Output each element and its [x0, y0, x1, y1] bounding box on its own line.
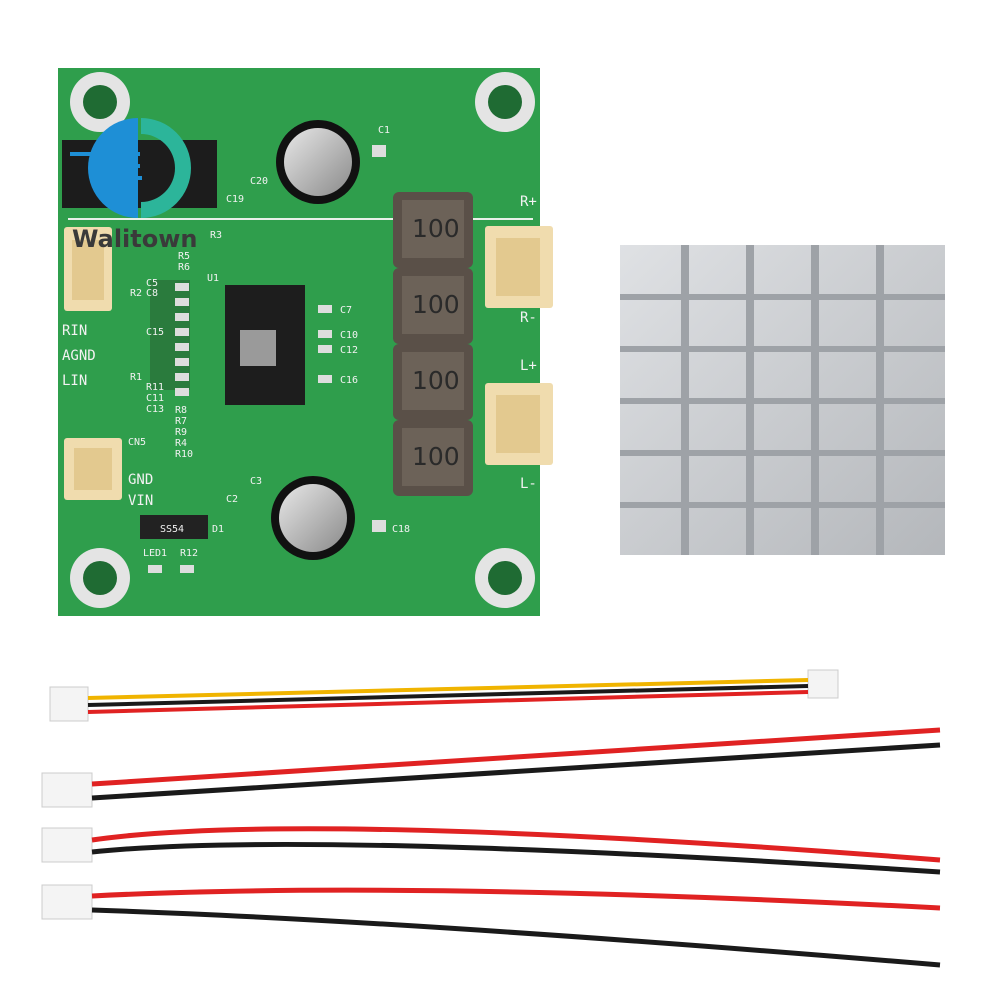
smd-components — [148, 145, 386, 573]
svg-text:C10: C10 — [340, 330, 358, 341]
svg-text:R8: R8 — [175, 405, 187, 416]
two-wire-cable-2 — [41, 826, 941, 875]
three-wire-cable — [49, 669, 839, 722]
two-wire-cable-1 — [41, 727, 941, 808]
svg-text:R9: R9 — [175, 427, 187, 438]
heatsink-groove — [620, 294, 945, 300]
bottom-capacitor — [271, 476, 355, 560]
svg-text:U1: U1 — [207, 273, 219, 284]
svg-text:C11: C11 — [146, 393, 164, 404]
top-capacitor — [276, 120, 360, 204]
svg-text:100: 100 — [412, 442, 460, 471]
svg-text:100: 100 — [412, 290, 460, 319]
svg-text:R6: R6 — [178, 262, 190, 273]
svg-text:R7: R7 — [175, 416, 187, 427]
inductor-4: 100 — [393, 420, 473, 496]
inductor-3: 100 — [393, 344, 473, 420]
amplifier-board: SS54 100 100 100 100 RIN AGND LIN GND VI… — [58, 68, 553, 616]
logo-text: Walitown — [72, 225, 197, 253]
inductor-2: 100 — [393, 268, 473, 344]
svg-text:L-: L- — [520, 476, 537, 492]
cables — [41, 669, 941, 968]
svg-text:L+: L+ — [520, 358, 537, 374]
svg-text:R11: R11 — [146, 382, 164, 393]
svg-text:100: 100 — [412, 214, 460, 243]
svg-text:R5: R5 — [178, 251, 190, 262]
svg-text:100: 100 — [412, 366, 460, 395]
diode-marking: SS54 — [160, 524, 184, 535]
svg-text:R1: R1 — [130, 372, 142, 383]
heatsink-groove — [620, 450, 945, 456]
svg-text:R10: R10 — [175, 449, 193, 460]
svg-text:C7: C7 — [340, 305, 352, 316]
svg-text:C20: C20 — [250, 176, 268, 187]
svg-text:R+: R+ — [520, 194, 537, 210]
inductor-1: 100 — [393, 192, 473, 268]
logo-right-half-icon — [141, 118, 191, 218]
heatsink-groove — [620, 398, 945, 404]
svg-text:C3: C3 — [250, 476, 262, 487]
heatsink-groove — [620, 502, 945, 508]
svg-text:R2: R2 — [130, 288, 142, 299]
svg-text:C5: C5 — [146, 278, 158, 289]
svg-text:RIN: RIN — [62, 323, 87, 339]
walitown-logo: Walitown — [70, 118, 197, 253]
svg-text:C1: C1 — [378, 125, 390, 136]
svg-text:C15: C15 — [146, 327, 164, 338]
svg-text:C16: C16 — [340, 375, 358, 386]
svg-text:VIN: VIN — [128, 493, 153, 509]
heatsink-groove — [620, 346, 945, 352]
svg-text:C13: C13 — [146, 404, 164, 415]
svg-text:R3: R3 — [210, 230, 222, 241]
svg-text:C8: C8 — [146, 288, 158, 299]
svg-text:C12: C12 — [340, 345, 358, 356]
svg-text:C2: C2 — [226, 494, 238, 505]
inductors: 100 100 100 100 — [393, 192, 473, 496]
svg-text:GND: GND — [128, 472, 153, 488]
two-wire-cable-3 — [41, 884, 941, 968]
diode — [140, 515, 208, 539]
svg-text:C19: C19 — [226, 194, 244, 205]
svg-text:AGND: AGND — [62, 348, 96, 364]
heatsink — [620, 245, 945, 555]
silkscreen: RIN AGND LIN GND VIN R+ R- L+ L- U1 C1 C… — [62, 125, 537, 559]
svg-text:R4: R4 — [175, 438, 187, 449]
svg-text:LIN: LIN — [62, 373, 87, 389]
svg-text:C18: C18 — [392, 524, 410, 535]
svg-text:R-: R- — [520, 310, 537, 326]
svg-text:LED1: LED1 — [143, 548, 167, 559]
svg-text:CN5: CN5 — [128, 437, 146, 448]
svg-text:D1: D1 — [212, 524, 224, 535]
audio-jack — [62, 140, 217, 208]
svg-text:R12: R12 — [180, 548, 198, 559]
